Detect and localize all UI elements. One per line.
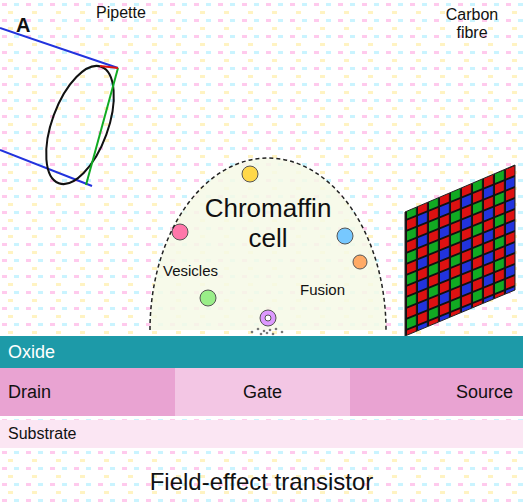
node-text: Chromaffin cell [193, 194, 343, 254]
part-label: Vesicles [163, 262, 218, 279]
drain-region: Drain [0, 368, 175, 416]
node-text: Drain [8, 382, 51, 403]
oxide-layer: Oxide [0, 336, 523, 368]
part-label: Pipette [96, 4, 146, 22]
panel-letter: A [16, 14, 30, 37]
carbon-fibre [405, 165, 515, 336]
node-text: Substrate [8, 425, 76, 443]
substrate-layer: Substrate [0, 420, 523, 448]
part-label: Carbon fibre [432, 6, 512, 43]
node-text: Field-effect transistor [150, 468, 374, 496]
cell-body [150, 158, 386, 330]
cell-node: Chromaffin cell [150, 158, 386, 330]
pipette [0, 28, 128, 193]
part-label: Fusion [300, 281, 345, 298]
gate-region: Gate [175, 368, 350, 416]
source-region: Source [350, 368, 523, 416]
vesicles [172, 166, 367, 326]
node-text: Oxide [8, 342, 55, 363]
transistor-node: Field-effect transistor OxideDrain Gate Sou… [0, 336, 523, 504]
cell-membrane [150, 158, 386, 330]
released-content [251, 328, 284, 336]
node-text: Gate [243, 382, 282, 403]
node-text: Source [456, 382, 513, 403]
